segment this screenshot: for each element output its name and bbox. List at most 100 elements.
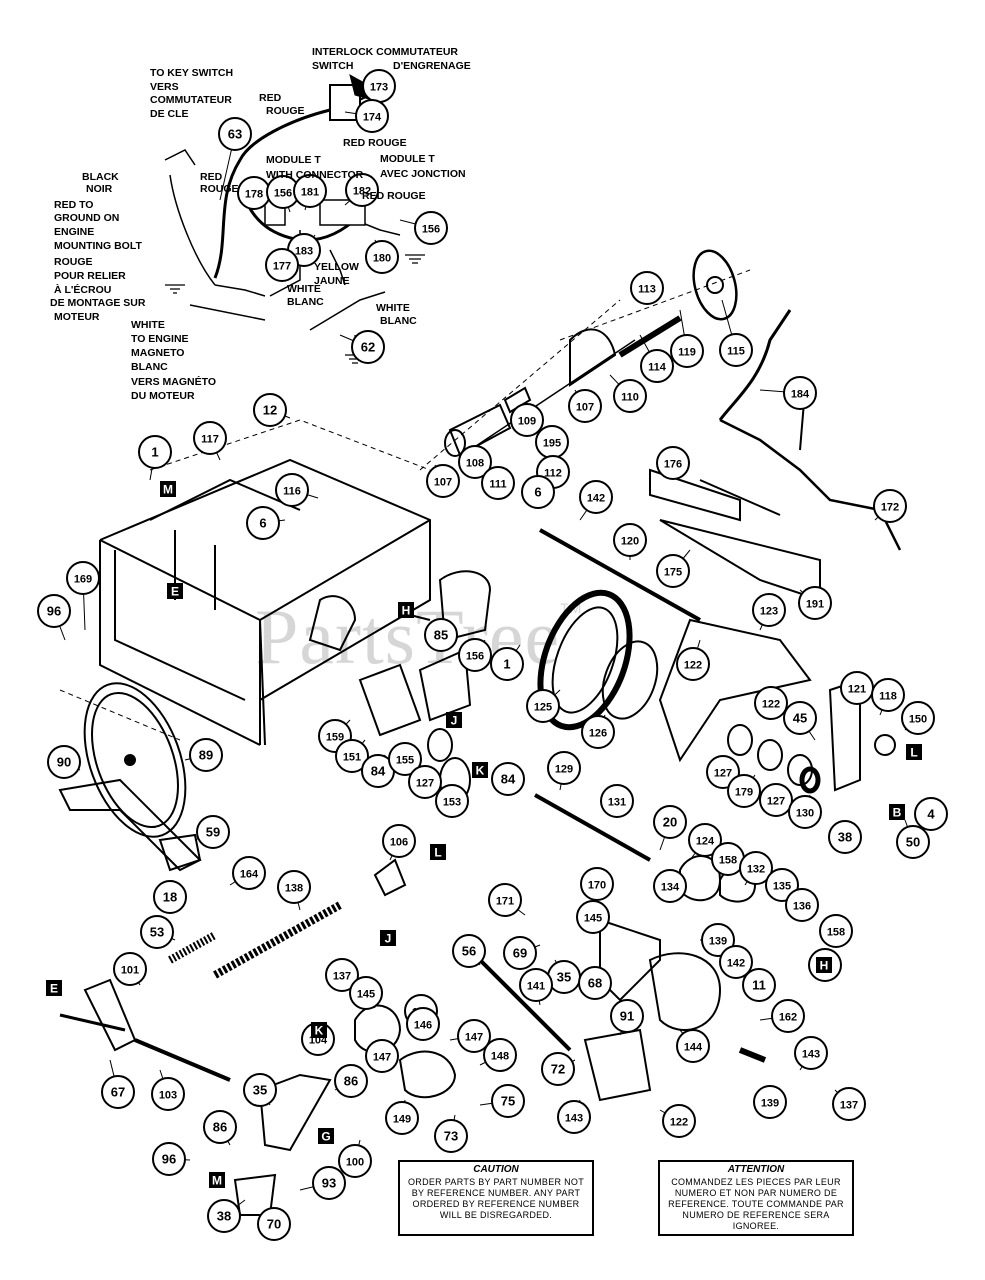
callout-circle	[293, 174, 327, 208]
part-callout-4: 4	[914, 797, 948, 831]
callout-circle	[676, 1029, 710, 1063]
part-callout-119: 119	[670, 334, 704, 368]
callout-number: 111	[489, 479, 506, 491]
callout-circle	[719, 945, 753, 979]
part-callout-1: 1	[490, 647, 524, 681]
part-callout-38: 38	[207, 1199, 241, 1233]
callout-circle	[490, 647, 524, 681]
part-callout-127: 127	[706, 755, 740, 789]
part-callout-155: 155	[388, 742, 422, 776]
wiring-label: RED ROUGE	[362, 190, 426, 202]
part-callout-115: 115	[719, 333, 753, 367]
part-callout-72: 72	[541, 1052, 575, 1086]
letter-tag-J: J	[380, 930, 396, 946]
callout-number: 86	[213, 1120, 227, 1135]
callout-number: 96	[47, 604, 61, 619]
callout-number: 162	[779, 1012, 797, 1024]
callout-circle	[754, 686, 788, 720]
part-callout-96: 96	[37, 594, 71, 628]
part-callout-106: 106	[382, 824, 416, 858]
callout-circle	[325, 958, 359, 992]
callout-number: 124	[696, 836, 715, 848]
callout-number: 158	[719, 855, 737, 867]
callout-circle	[424, 618, 458, 652]
part-callout-6: 6	[521, 475, 555, 509]
tag-letter: M	[163, 483, 173, 497]
part-callout-123: 123	[752, 593, 786, 627]
callout-number: 84	[501, 772, 516, 787]
callout-circle	[701, 923, 735, 957]
callout-circle	[452, 934, 486, 968]
part-callout-141: 141	[519, 968, 553, 1002]
tag-letter: J	[451, 714, 458, 728]
callout-circle	[207, 1199, 241, 1233]
part-callout-103: 103	[151, 1077, 185, 1111]
callout-number: 1	[151, 445, 158, 460]
wiring-label: RED ROUGE	[343, 137, 407, 149]
callout-number: 175	[664, 567, 682, 579]
callout-circle	[277, 870, 311, 904]
part-callout-38: 38	[828, 820, 862, 854]
callout-number: 180	[373, 253, 391, 265]
part-callout-177: 177	[265, 248, 299, 282]
callout-circle	[382, 824, 416, 858]
wiring-label: VERS MAGNÉTO	[131, 375, 216, 388]
wiring-label: MODULE T	[380, 153, 435, 165]
part-callout-195: 195	[535, 425, 569, 459]
callout-circle	[526, 689, 560, 723]
callout-number: 130	[796, 808, 814, 820]
wiring-label: WHITE	[131, 319, 165, 331]
wiring-label: NOIR	[86, 183, 113, 195]
callout-number: 173	[370, 82, 388, 94]
part-callout-35: 35	[243, 1073, 277, 1107]
part-callout-12: 12	[253, 393, 287, 427]
part-callout-100: 100	[338, 1144, 372, 1178]
tag-letter: E	[171, 585, 179, 599]
callout-circle	[794, 1036, 828, 1070]
letter-tag-M: M	[209, 1172, 225, 1188]
callout-circle	[406, 1007, 440, 1041]
callout-circle	[37, 594, 71, 628]
callout-number: 174	[363, 112, 382, 124]
callout-circle	[719, 333, 753, 367]
callout-number: 127	[714, 768, 732, 780]
part-callout-172: 172	[873, 489, 907, 523]
tag-box	[167, 583, 183, 599]
tag-box	[398, 602, 414, 618]
callout-number: 91	[620, 1009, 634, 1024]
callout-circle	[481, 466, 515, 500]
part-callout-67: 67	[101, 1075, 135, 1109]
callout-number: 145	[584, 913, 602, 925]
callout-circle	[547, 751, 581, 785]
part-callout-35: 35	[547, 960, 581, 994]
wiring-label: BLACK	[82, 171, 119, 183]
part-callout-122: 122	[754, 686, 788, 720]
callout-circle	[568, 389, 602, 423]
callout-number: 96	[162, 1152, 176, 1167]
letter-tag-L: L	[430, 844, 446, 860]
tag-letter: H	[402, 604, 411, 618]
part-callout-175: 175	[656, 554, 690, 588]
callout-circle	[742, 968, 776, 1002]
callout-number: 177	[273, 261, 291, 273]
part-callout-108: 108	[458, 445, 492, 479]
callout-number: 114	[648, 362, 667, 374]
wiring-label: MOTEUR	[54, 311, 100, 323]
part-callout-184: 184	[783, 376, 817, 410]
callout-circle	[491, 1084, 525, 1118]
callout-circle	[510, 403, 544, 437]
callout-circle	[580, 867, 614, 901]
caution-note: CAUTION ORDER PARTS BY PART NUMBER NOT B…	[398, 1160, 594, 1236]
part-callout-144: 144	[676, 1029, 710, 1063]
wiring-label: VERS	[150, 81, 179, 93]
caution-title: CAUTION	[473, 1164, 519, 1175]
wiring-label: MOUNTING BOLT	[54, 240, 142, 252]
callout-circle	[662, 1104, 696, 1138]
callout-number: 142	[587, 493, 605, 505]
wiring-label: ROUGE	[200, 183, 239, 195]
callout-number: 20	[663, 815, 677, 830]
callout-number: 137	[840, 1100, 858, 1112]
callout-circle	[218, 117, 252, 151]
callout-circle	[581, 715, 615, 749]
